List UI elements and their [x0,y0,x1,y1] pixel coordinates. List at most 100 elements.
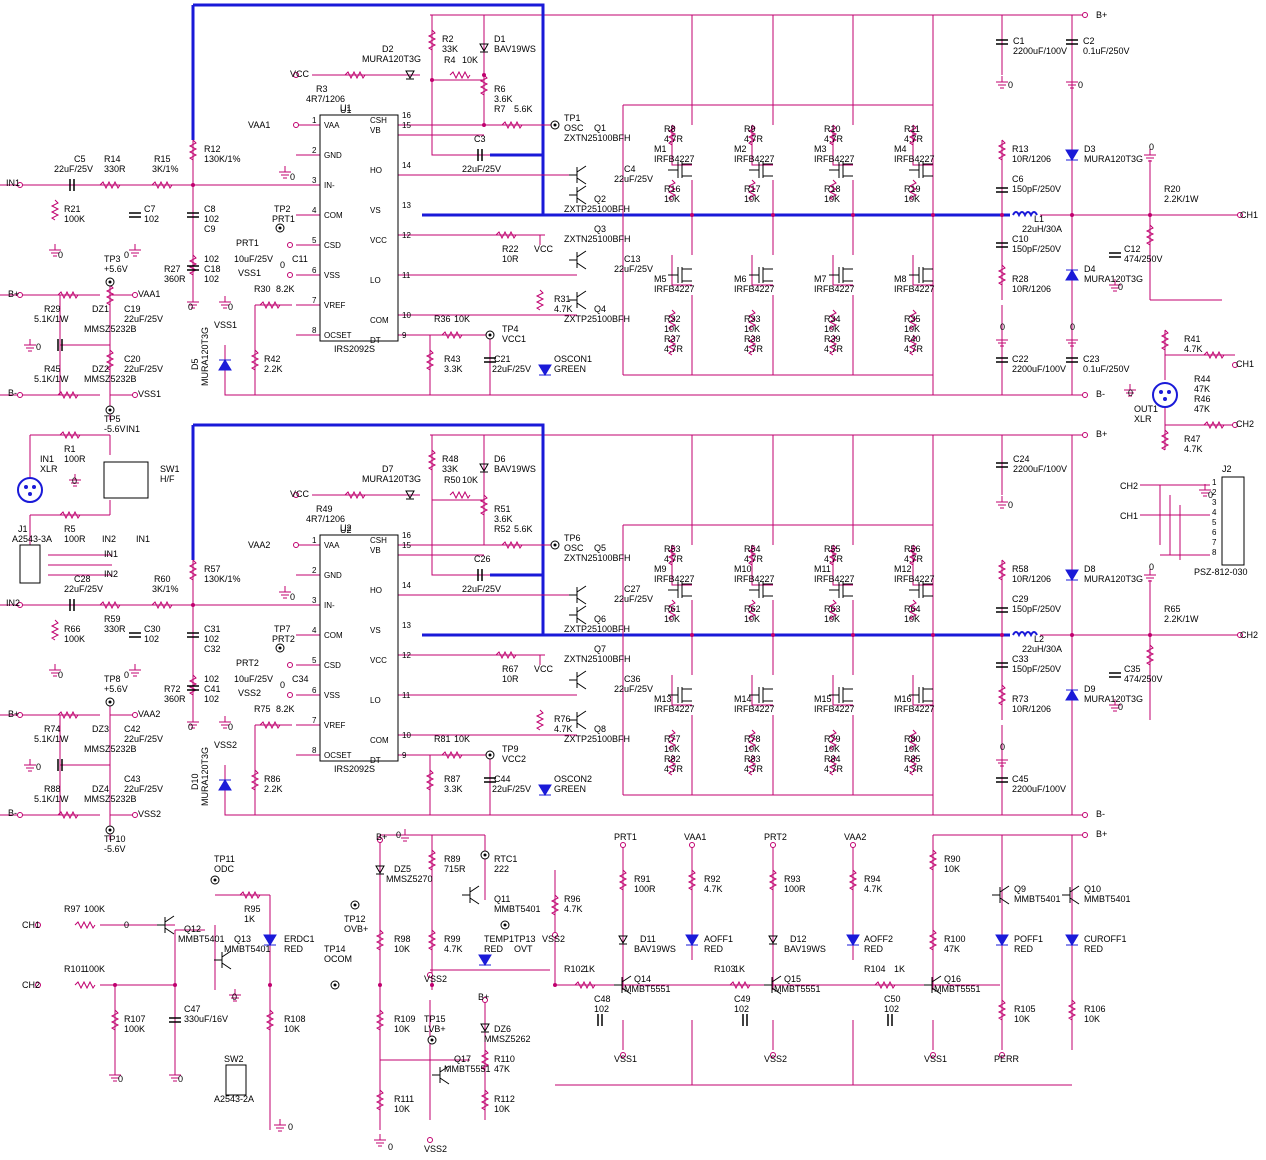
component-label: 0 [228,722,233,732]
component-label: C48 [594,994,611,1004]
component-label: C30 [144,624,161,634]
test-point [330,980,340,990]
diode-symbol [478,954,492,966]
transistor-symbol [924,975,942,995]
component-label: 474/250V [1124,674,1163,684]
component-label: D3 [1084,144,1096,154]
ground-symbol [24,339,36,352]
component-label: PRT1 [236,238,259,248]
component-label: M7 [814,274,827,284]
ground-symbol [69,474,81,487]
test-point [350,900,360,910]
component-label: C2 [1083,36,1095,46]
ic-pin-name: CSH [370,536,387,545]
component-label: RED [1084,944,1104,954]
resistor-symbol [57,810,79,820]
component-label: ZXTN25100BFH [564,234,631,244]
component-label: 102 [144,634,159,644]
component-label: M16 [894,694,912,704]
ground-symbol [1144,569,1156,582]
capacitor-symbol [996,187,1008,193]
component-label: R94 [864,874,881,884]
component-label: VAA1 [248,120,270,130]
resistor-symbol [908,309,918,331]
component-label: MURA120T3G [1084,694,1143,704]
resistor-symbol [667,334,677,356]
component-label: 10uF/25V [234,674,273,684]
component-label: 0 [1000,322,1005,332]
component-label: 4.7R [904,344,924,354]
test-point [105,277,115,287]
component-label: ZXTN25100BFH [564,133,631,143]
component-label: VCC1 [502,334,526,344]
ic-pin-name: OCSET [324,751,352,760]
test-point [105,697,115,707]
resistor-symbol [747,309,757,331]
transistor-symbol [614,975,632,995]
ic-pin-name: DT [370,756,381,765]
component-label: R14 [104,154,121,164]
component-label: 10K [904,744,920,754]
resistor-symbol [441,330,463,340]
ground-symbol [49,244,61,257]
component-label: 0.1uF/250V [1083,46,1130,56]
capacitor-symbol [742,1014,748,1026]
resistor-symbol [57,390,79,400]
component-label: 4.7K [554,724,573,734]
component-label: R51 [494,504,511,514]
ic-pin-name: VSS [324,691,340,700]
component-label: OSC [564,543,584,553]
mosfet-symbol [829,582,853,598]
component-label: IRFB4227 [894,574,935,584]
component-label: MMSZ5232B [84,744,137,754]
ic-pin-name: GND [324,151,342,160]
component-label: R108 [284,1014,306,1024]
component-label: 100K [84,964,105,974]
component-label: R41 [1184,334,1201,344]
component-label: C6 [1012,174,1024,184]
capacitor-symbol [129,632,141,638]
junction-dot [173,983,177,987]
component-label: 10R/1206 [1012,704,1051,714]
component-label: R52 [494,524,511,534]
component-label: U2 [340,525,352,535]
component-label: CH2 [1236,419,1254,429]
ic-pin-name: VCC [370,656,387,665]
diode-symbol [618,935,628,945]
component-label: D2 [382,44,394,54]
component-label: CUROFF1 [1084,934,1127,944]
resistor-symbol [188,139,198,161]
ic-pin-name: HO [370,166,382,175]
component-label: R1 [64,444,76,454]
ic-pin-number: 4 [312,626,317,635]
component-label: LVB+ [424,1024,446,1034]
diode-symbol [405,70,415,80]
component-label: R37 [664,334,681,344]
component-label: B+ [1096,429,1107,439]
component-label: 4.7R [904,554,924,564]
mosfet-symbol [829,162,853,178]
component-label: IRFB4227 [734,574,775,584]
mosfet-symbol [909,582,933,598]
component-label: R99 [444,934,461,944]
component-label: 0 [58,670,63,680]
component-label: 8.2K [276,704,295,714]
component-label: C43 [124,774,141,784]
diode-symbol [263,934,277,946]
junction-dot [931,633,935,637]
component-label: 33K [442,44,458,54]
component-label: 4.7R [824,554,844,564]
component-label: 4.7R [824,344,844,354]
component-label: IRFB4227 [814,704,855,714]
net-terminal [1232,362,1238,368]
component-label: 2.2K [264,364,283,374]
j2-pin-number: 5 [1212,518,1217,527]
resistor-symbol [375,929,385,951]
component-label: ERDC1 [284,934,315,944]
component-label: R65 [1164,604,1181,614]
component-label: R7 [494,104,506,114]
component-label: IN1 [104,549,118,559]
component-label: R97 [64,904,81,914]
component-label: MMBT5401 [1014,894,1061,904]
net-terminal [1082,832,1088,838]
